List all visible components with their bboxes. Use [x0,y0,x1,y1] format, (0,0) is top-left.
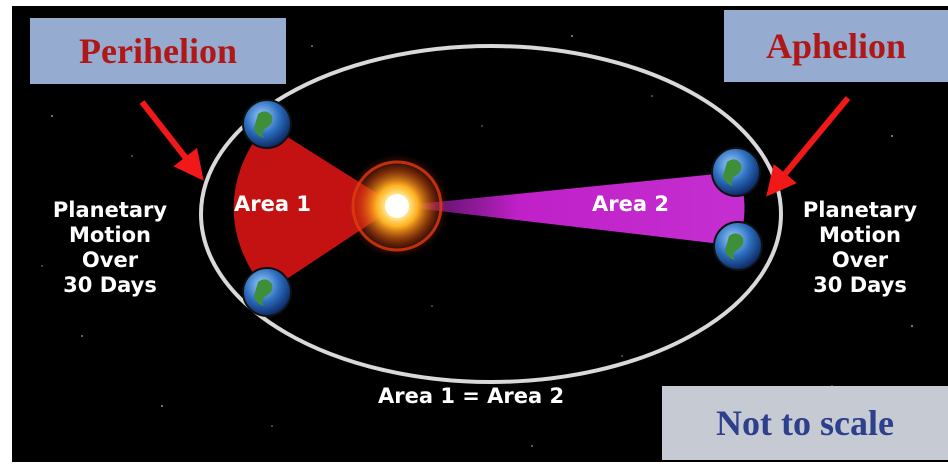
caption-line: Planetary [52,198,168,222]
area2-sector [397,172,745,246]
caption-line: Over [831,248,889,272]
arrow-icon [139,100,204,181]
caption-line: Motion [69,223,151,247]
caption-line: Planetary [802,198,918,222]
area1-label: Area 1 [234,192,311,216]
caption-line: 30 Days [63,273,157,297]
left-motion-caption: Planetary Motion Over 30 Days [30,198,190,298]
earth-icon [711,147,761,197]
earth-icon [713,221,763,271]
orbit-diagram [41,35,913,447]
area2-label: Area 2 [592,192,669,216]
earth-icon [242,99,292,149]
diagram-frame: Perihelion Aphelion Not to scale Planeta… [12,6,948,462]
aphelion-label: Aphelion [724,10,948,82]
area-equation-label: Area 1 = Area 2 [378,384,565,408]
perihelion-label: Perihelion [30,18,286,84]
caption-line: Over [81,248,139,272]
earth-icon [242,267,292,317]
area1-sector [233,124,397,292]
caption-line: Motion [819,223,901,247]
arrow-icon [766,96,851,197]
not-to-scale-label: Not to scale [662,386,948,460]
sun-icon [345,154,449,258]
orbit-path [199,44,783,384]
caption-line: 30 Days [813,273,907,297]
right-motion-caption: Planetary Motion Over 30 Days [780,198,940,298]
